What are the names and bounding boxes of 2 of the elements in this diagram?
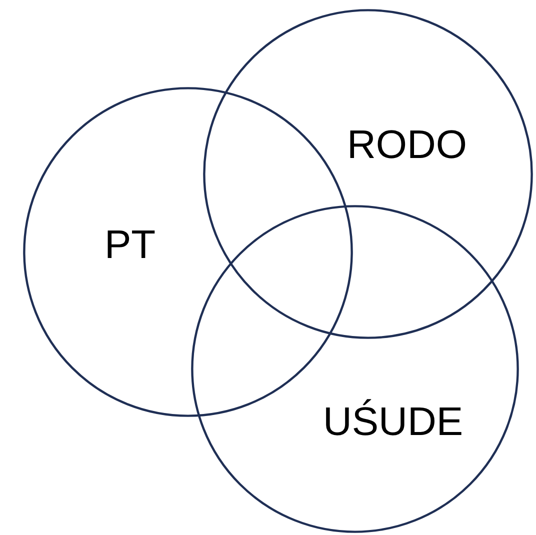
- set-label: RODO: [347, 125, 467, 165]
- set-label: PT: [104, 225, 156, 265]
